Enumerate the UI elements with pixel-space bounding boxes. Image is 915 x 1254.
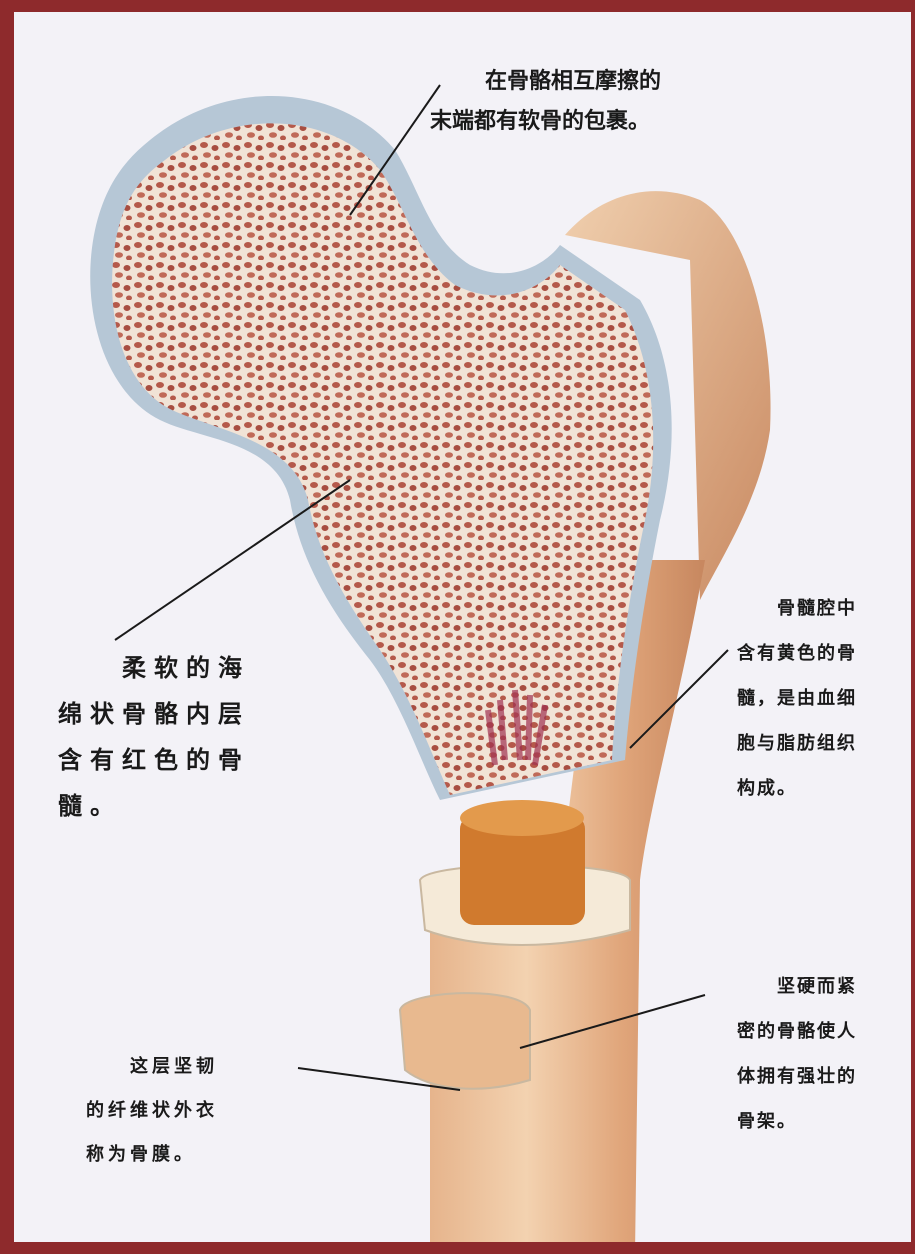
periosteum-label-line-3: 称为骨膜。: [86, 1133, 218, 1177]
periosteum-label: 这层坚韧 的纤维状外衣 称为骨膜。: [86, 1045, 218, 1177]
marrow-cavity-label-line-2: 含有黄色的骨: [737, 631, 857, 676]
spongy-bone-label-line-2: 绵状骨骼内层: [58, 691, 250, 737]
marrow-cavity-label-line-1: 骨髓腔中: [737, 586, 857, 631]
marrow-cavity-label-line-4: 胞与脂肪组织: [737, 721, 857, 766]
marrow-cavity-label: 骨髓腔中 含有黄色的骨 髓，是由血细 胞与脂肪组织 构成。: [737, 586, 857, 811]
marrow-cavity-label-line-3: 髓，是由血细: [737, 676, 857, 721]
cartilage-label-line-2: 末端都有软骨的包裹。: [430, 102, 661, 142]
marrow-cavity-label-line-5: 构成。: [737, 766, 857, 811]
compact-bone-label-line-3: 体拥有强壮的: [737, 1054, 857, 1099]
compact-bone-label-line-1: 坚硬而紧: [737, 964, 857, 1009]
compact-bone-label-line-4: 骨架。: [737, 1099, 857, 1144]
compact-bone-label-line-2: 密的骨骼使人: [737, 1009, 857, 1054]
cartilage-label-line-1: 在骨骼相互摩擦的: [430, 62, 661, 102]
periosteum-label-line-2: 的纤维状外衣: [86, 1089, 218, 1133]
spongy-bone-label-line-3: 含有红色的骨: [58, 737, 250, 783]
spongy-bone-label: 柔软的海 绵状骨骼内层 含有红色的骨 髓。: [58, 645, 250, 829]
spongy-bone-label-line-4: 髓。: [58, 783, 250, 829]
compact-bone-label: 坚硬而紧 密的骨骼使人 体拥有强壮的 骨架。: [737, 964, 857, 1144]
periosteum-label-line-1: 这层坚韧: [86, 1045, 218, 1089]
cartilage-label: 在骨骼相互摩擦的 末端都有软骨的包裹。: [430, 62, 661, 142]
spongy-bone-label-line-1: 柔软的海: [58, 645, 250, 691]
